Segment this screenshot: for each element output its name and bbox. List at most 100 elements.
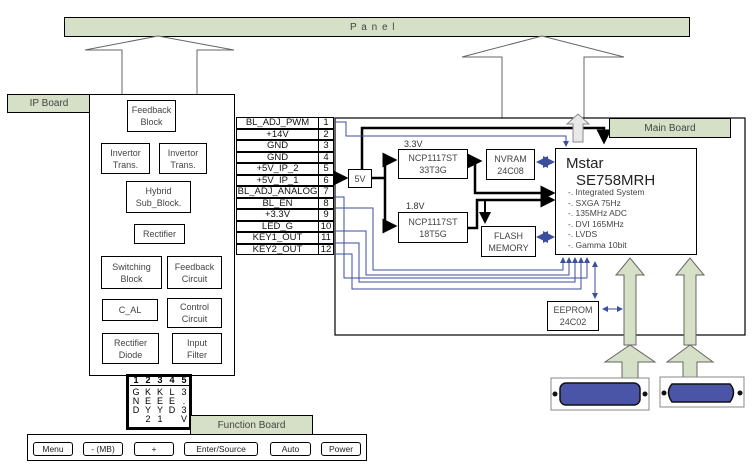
- feedback-circuit: Feedback Circuit: [167, 256, 222, 289]
- mstar-model: SE758MRH: [576, 172, 656, 189]
- ip-to-panel-arrow: [84, 35, 235, 96]
- plus-button[interactable]: +: [134, 442, 174, 456]
- pin-number: 4: [318, 151, 334, 163]
- pin-name: +5V_IP_2: [236, 163, 318, 175]
- function-pin-letter: N: [132, 396, 140, 406]
- rectifier-diode: Rectifier Diode: [102, 333, 159, 364]
- pin-number: 2: [318, 128, 334, 140]
- vga-connector-icon: [667, 383, 735, 403]
- main-board-label: Main Board: [609, 118, 731, 138]
- panel-label: P a n e l: [350, 21, 396, 33]
- function-pin-letter: 3: [181, 405, 187, 415]
- function-pin-letter: K: [156, 387, 163, 397]
- pin-name: KEY2_OUT: [236, 243, 318, 255]
- reg-33-voltage: 3.3V: [404, 139, 423, 149]
- function-pin-letter: V: [180, 414, 187, 424]
- function-pin-letter: Y: [144, 405, 151, 415]
- enter-source-button[interactable]: Enter/Source: [184, 442, 258, 456]
- feedback-block: Feedback Block: [127, 100, 176, 132]
- eeprom-block: EEPROM 24C02: [547, 301, 599, 331]
- function-pin-letter: Y: [156, 405, 163, 415]
- function-pin-number: 2: [142, 376, 154, 386]
- pin-name: GND: [236, 151, 318, 163]
- rectifier-block: Rectifier: [134, 224, 185, 244]
- 5v-node: 5V: [348, 169, 372, 188]
- function-pin-letter: .: [182, 396, 186, 406]
- pin-name: LED_G: [236, 220, 318, 232]
- function-pin-letter: 2: [145, 414, 151, 424]
- mstar-spec: -. DVI 165MHz: [568, 218, 624, 229]
- reg-18-voltage: 1.8V: [406, 201, 425, 211]
- function-pin-letter: 1: [157, 414, 163, 424]
- input-filter: Input Filter: [172, 333, 222, 364]
- function-pin-letter: E: [144, 396, 151, 406]
- main-board-title: Main Board: [644, 122, 696, 134]
- vga-to-mstar-arrow: [674, 257, 706, 346]
- pin-name: BL_ADJ_ANALOG: [236, 186, 318, 198]
- mstar-spec: -. 135MHz ADC: [568, 208, 628, 218]
- function-pin-letter: E: [168, 396, 175, 406]
- main-board-outline: [334, 117, 746, 336]
- pin-number: 10: [318, 220, 334, 232]
- function-board-label: Function Board: [190, 415, 313, 435]
- function-pin-letter: L: [169, 387, 175, 397]
- pin-name: +5V_IP_1: [236, 174, 318, 186]
- function-pin-number: 4: [166, 376, 178, 386]
- nvram-block: NVRAM 24C08: [486, 149, 535, 180]
- mstar-spec: -. Gamma 10bit: [568, 239, 627, 250]
- pin-number: 1: [318, 117, 334, 129]
- pin-name: BL_EN: [236, 197, 318, 209]
- pin-number: 11: [318, 232, 334, 244]
- dvi-input-arrow: [603, 344, 657, 379]
- auto-button[interactable]: Auto: [270, 442, 311, 456]
- function-connector: [126, 374, 192, 430]
- pin-name: +14V: [236, 128, 318, 140]
- pin-number: 5: [318, 163, 334, 175]
- menu-button[interactable]: Menu: [33, 442, 73, 456]
- dvi-connector-icon: [559, 382, 641, 406]
- mstar-specs: -. Integrated System -. SXGA 75Hz -. 135…: [568, 187, 645, 250]
- function-pin-letter: K: [144, 387, 151, 397]
- mstar-spec: -. LVDS: [568, 229, 598, 239]
- minus-mb-button[interactable]: - (MB): [83, 442, 123, 456]
- function-pin-letter: G: [132, 387, 140, 397]
- switching-block: Switching Block: [101, 256, 162, 289]
- pin-number: 3: [318, 140, 334, 152]
- c-al-block: C_AL: [102, 299, 158, 321]
- function-pin-letter: E: [156, 396, 163, 406]
- hybrid-sub-block: Hybrid Sub_Block.: [126, 181, 191, 213]
- pin-number: 7: [318, 186, 334, 198]
- vga-input-arrow: [665, 344, 715, 379]
- pin-number: 6: [318, 174, 334, 186]
- invertor-trans-1: Invertor Trans.: [101, 143, 150, 174]
- ip-board-label: IP Board: [7, 94, 91, 113]
- pin-name: +3.3V: [236, 209, 318, 221]
- function-pin-number: 1: [130, 376, 142, 386]
- flash-memory-block: FLASH MEMORY: [481, 226, 536, 257]
- ip-board-title: IP Board: [29, 98, 69, 109]
- power-button[interactable]: Power: [321, 442, 361, 456]
- mstar-spec: -. Integrated System: [568, 187, 645, 197]
- function-pin-number: 3: [154, 376, 166, 386]
- regulator-18v: NCP1117ST 18T5G: [398, 212, 468, 243]
- pin-number: 8: [318, 197, 334, 209]
- mstar-to-panel-lvds-arrow: [565, 113, 591, 143]
- mstar-spec: -. SXGA 75Hz: [568, 197, 621, 208]
- control-circuit: Control Circuit: [167, 298, 222, 328]
- function-pin-letter: D: [168, 405, 176, 415]
- mstar-vendor: Mstar: [566, 155, 604, 172]
- pin-number: 9: [318, 209, 334, 221]
